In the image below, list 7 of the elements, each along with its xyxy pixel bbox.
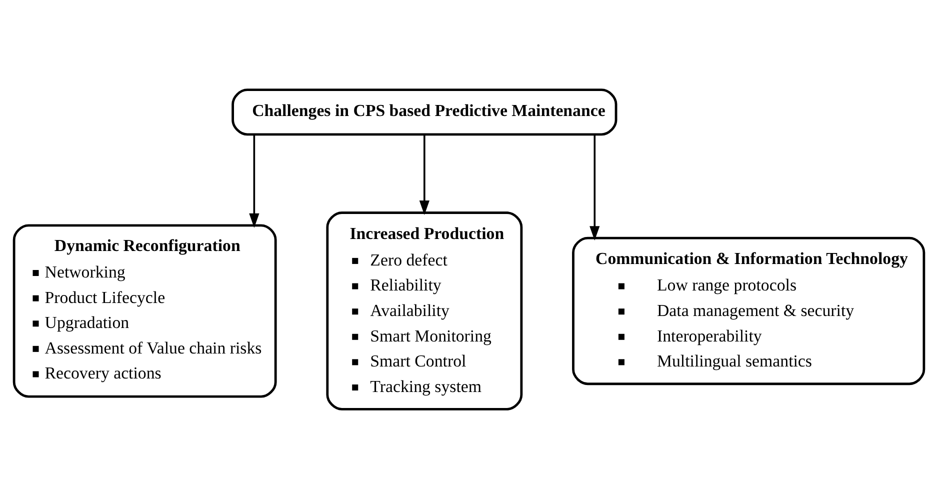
arrow	[419, 134, 430, 215]
node-box: Challenges in CPS based Predictive Maintenance	[232, 88, 618, 136]
node-box: Communication & Information Technology Low range protocols Data management & security Interoperability Multilingual semantics	[572, 236, 926, 385]
node-box: Dynamic Reconfiguration Networking Product Lifecycle Upgradation Assessment of Value chain risks Recovery actions	[12, 224, 277, 398]
arrow	[590, 134, 600, 240]
node-box: Increased Production Zero defect Reliability Availability Smart Monitoring Smart Control Tracking system	[326, 211, 523, 410]
arrow	[249, 134, 260, 228]
